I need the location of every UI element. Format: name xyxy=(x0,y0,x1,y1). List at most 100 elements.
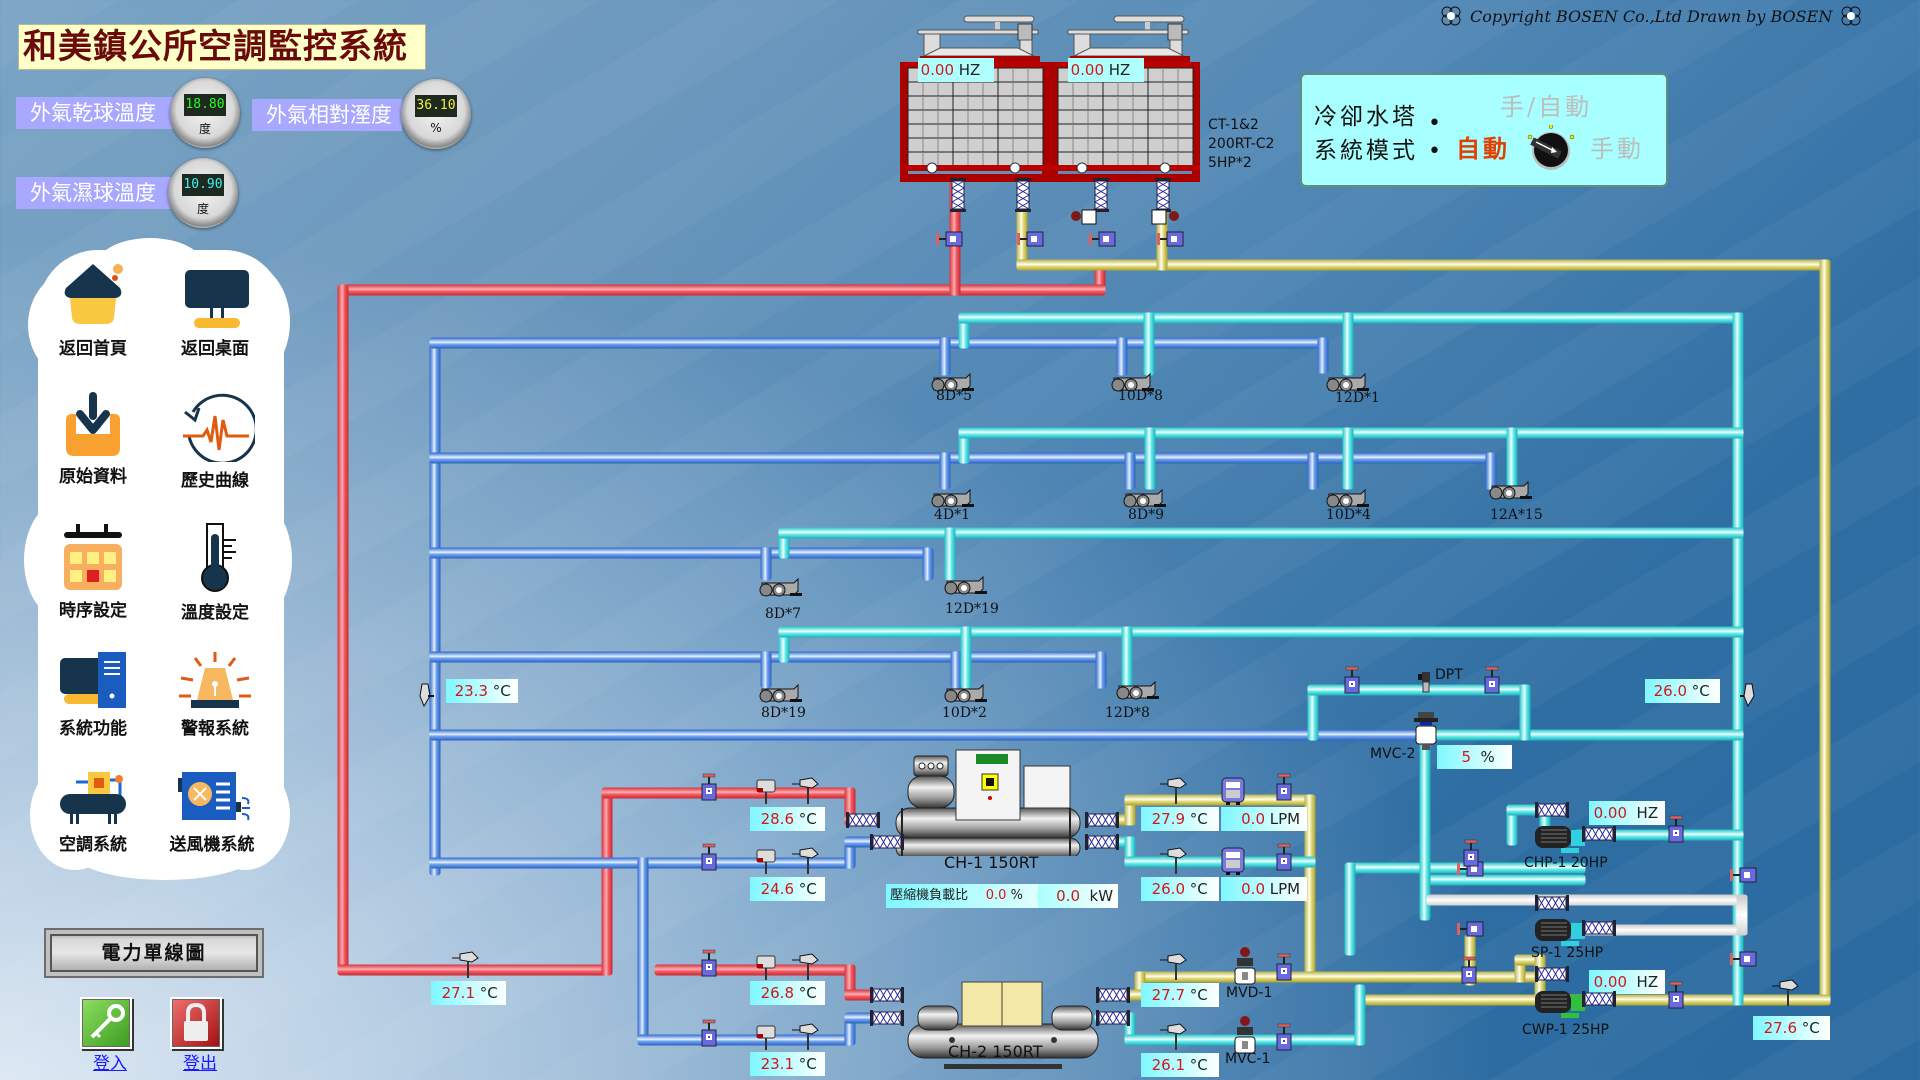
chiller-ch1[interactable] xyxy=(888,746,1088,860)
nav-desktop[interactable]: 返回桌面 xyxy=(160,262,270,359)
temperature-sensor-icon xyxy=(1740,683,1755,708)
chw-supply-pipe xyxy=(1419,862,1431,921)
dpt-sensor xyxy=(1418,672,1432,698)
ch1-cw-in-strainer xyxy=(846,812,880,832)
temperature-sensor-icon xyxy=(452,951,479,978)
pump-icon xyxy=(1535,826,1585,853)
fcu-unit[interactable] xyxy=(1321,372,1371,398)
mvc2-valve[interactable] xyxy=(1412,710,1440,754)
ch1-cw-in-valve[interactable] xyxy=(700,772,718,806)
nav-desktop-label: 返回桌面 xyxy=(181,339,249,359)
clover-logo-icon xyxy=(1441,6,1461,26)
ch1-chw-out-valve[interactable] xyxy=(1275,842,1293,876)
nav-ac-system[interactable]: 空調系統 xyxy=(38,770,148,855)
ct1-inlet-strainer xyxy=(1015,178,1031,216)
dpt-isolation-valve-1[interactable] xyxy=(1343,665,1361,699)
chw-return-pipe xyxy=(760,651,772,689)
mode-selector-knob[interactable] xyxy=(1526,125,1576,171)
cwp1-pump[interactable] xyxy=(1533,985,1613,1023)
fcu-label: 12D*8 xyxy=(1105,705,1150,721)
sp1-pump[interactable] xyxy=(1533,913,1613,951)
temp-unit: °C xyxy=(1189,986,1208,1004)
gate-valve-icon xyxy=(1157,231,1184,247)
ct2-inlet-valve[interactable] xyxy=(1155,230,1185,252)
gate-valve-icon xyxy=(1276,953,1292,981)
fcu-unit[interactable] xyxy=(1321,488,1371,514)
fcu-unit[interactable] xyxy=(1484,480,1534,506)
login-button[interactable]: 登入 xyxy=(80,997,140,1074)
chw-branch-valve[interactable] xyxy=(1462,838,1480,872)
ch2-cw-in-valve[interactable] xyxy=(700,948,718,982)
mvc1-valve[interactable] xyxy=(1232,1015,1258,1059)
strainer-icon xyxy=(1015,178,1031,212)
chp1-discharge-strainer xyxy=(1582,826,1616,846)
cooling-tower-icon xyxy=(1050,15,1200,182)
header-valve-2[interactable] xyxy=(1455,920,1485,942)
ch1-cw-out-valve[interactable] xyxy=(1275,772,1293,806)
chw-return-pipe xyxy=(429,337,1329,349)
nav-home[interactable]: 返回首頁 xyxy=(38,262,148,359)
ch1-chw-in-temp-sensor xyxy=(790,846,820,878)
cw-branch-valve[interactable] xyxy=(1460,955,1478,989)
gate-valve-icon xyxy=(1730,951,1757,967)
fcu-unit[interactable] xyxy=(1106,372,1156,398)
nav-raw-data-label: 原始資料 xyxy=(59,467,127,487)
nav-temp-setting[interactable]: 溫度設定 xyxy=(160,522,270,623)
ct2-motorized-valve-1[interactable] xyxy=(1070,204,1100,232)
power-single-line-button[interactable]: 電力單線圖 xyxy=(44,928,264,978)
ch2-chw-in-temp-sensor xyxy=(790,1022,820,1054)
nav-alarm[interactable]: 警報系統 xyxy=(160,650,270,739)
fcu-unit[interactable] xyxy=(926,372,976,398)
mode-panel-title-2: 系統模式 xyxy=(1314,138,1418,164)
fcu-unit[interactable] xyxy=(754,683,804,709)
fan-coil-icon xyxy=(1326,372,1369,392)
nav-fan-system[interactable]: 送風機系統 xyxy=(152,770,272,855)
ch2-cw-in-strainer xyxy=(870,987,904,1007)
fcu-unit[interactable] xyxy=(926,488,976,514)
fcu-unit[interactable] xyxy=(1118,488,1168,514)
chiller-ch2[interactable] xyxy=(904,980,1100,1080)
ch2-cw-out-strainer xyxy=(1096,987,1130,1007)
mode-manual-label[interactable]: 手動 xyxy=(1590,135,1644,163)
ch2-chw-out-valve[interactable] xyxy=(1275,1022,1293,1056)
ch2-cw-out-valve[interactable] xyxy=(1275,952,1293,986)
fcu-unit[interactable] xyxy=(939,683,989,709)
ch2-chw-in-valve[interactable] xyxy=(700,1018,718,1052)
cooling-tower-2[interactable] xyxy=(1050,10,1200,189)
ct1-inlet-valve[interactable] xyxy=(1015,230,1045,252)
nav-schedule[interactable]: 時序設定 xyxy=(38,522,148,621)
chw-supply-pipe xyxy=(1342,427,1354,490)
nav-system-functions[interactable]: 系統功能 xyxy=(38,650,148,739)
fcu-unit[interactable] xyxy=(939,575,989,601)
ct1-outlet-valve[interactable] xyxy=(934,230,964,252)
cwp1-discharge-valve[interactable] xyxy=(1667,980,1685,1014)
ch2-cw-flow-switch xyxy=(755,952,777,984)
cw-supply-pipe xyxy=(1124,794,1316,806)
ch1-chw-in-valve[interactable] xyxy=(700,842,718,876)
fcu-unit[interactable] xyxy=(1111,680,1161,706)
ct2-motorized-valve-2[interactable] xyxy=(1150,204,1180,232)
strainer-icon xyxy=(1535,802,1569,818)
chw-bypass-valve-1[interactable] xyxy=(1728,866,1758,888)
dpt-isolation-valve-2[interactable] xyxy=(1483,665,1501,699)
chw-return-pipe xyxy=(429,337,441,876)
temp-unit: °C xyxy=(1189,810,1208,828)
ch1-cw-flow-switch xyxy=(755,776,777,808)
logout-button[interactable]: 登出 xyxy=(170,997,230,1074)
cooling-tower-1[interactable] xyxy=(900,10,1050,189)
ct2-outlet-valve[interactable] xyxy=(1087,230,1117,252)
fcu-unit[interactable] xyxy=(754,577,804,603)
sp1-label: SP-1 25HP xyxy=(1531,945,1604,961)
mvd1-valve[interactable] xyxy=(1232,946,1258,990)
chp1-pump[interactable] xyxy=(1533,820,1613,858)
temp-value: 27.1 xyxy=(441,984,475,1002)
mode-auto-label[interactable]: 自動 xyxy=(1456,134,1510,163)
strainer-icon xyxy=(1535,966,1569,982)
flow-switch-icon xyxy=(756,849,776,874)
nav-history[interactable]: 歷史曲線 xyxy=(160,390,270,491)
fan-coil-icon xyxy=(944,683,987,703)
gate-valve-icon xyxy=(701,949,717,977)
chw-bypass-valve-2[interactable] xyxy=(1728,950,1758,972)
chp1-discharge-valve[interactable] xyxy=(1667,814,1685,848)
nav-raw-data[interactable]: 原始資料 xyxy=(38,390,148,487)
